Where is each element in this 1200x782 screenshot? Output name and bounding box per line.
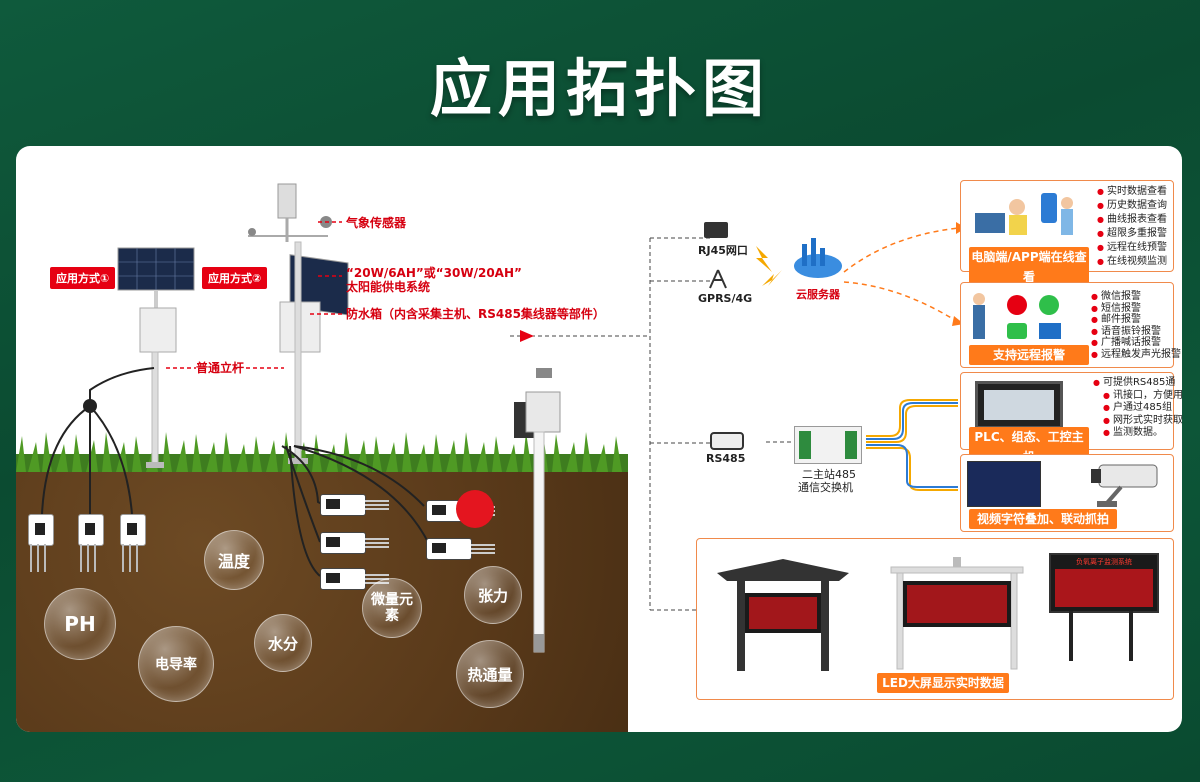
list-item: 远程触发声光报警 xyxy=(1091,349,1181,361)
power-line2: 太阳能供电系统 xyxy=(346,280,431,294)
alarm-icons xyxy=(973,293,1061,339)
card-plc-desc: 可提供RS485通 讯接口，方便用 户通过485组 网形式实时获取 监测数据。 xyxy=(1093,377,1182,440)
led-board-title: 负氧离子监测系统 xyxy=(1076,558,1132,566)
card-video-banner: 视频字符叠加、联动抓拍 xyxy=(969,509,1117,529)
bubble-tension: 张力 xyxy=(464,566,522,624)
soil-probe-2 xyxy=(78,514,104,546)
led-board: 负氧离子监测系统 xyxy=(1049,553,1159,613)
probe-pins-2 xyxy=(80,544,101,576)
switch-label-1: 二主站485 xyxy=(802,468,856,481)
list-item: 超限多重报警 xyxy=(1097,227,1167,241)
method-1-label: 应用方式① xyxy=(50,267,116,289)
soil-probe-3 xyxy=(120,514,146,546)
led-board-leg-left xyxy=(1069,611,1073,661)
switch-label-2: 通信交换机 xyxy=(798,481,853,494)
power-line1: “20W/6AH”或“30W/20AH” xyxy=(346,266,522,280)
list-item: 广播喊话报警 xyxy=(1091,337,1181,349)
video-device xyxy=(967,461,1041,507)
bubble-ph: PH xyxy=(44,588,116,660)
network-lines xyxy=(510,222,966,611)
buried-sensor-5 xyxy=(426,538,495,560)
card-pc-app-list: 实时数据查看 历史数据查询 曲线报表查看 超限多重报警 远程在线预警 在线视频监… xyxy=(1097,185,1167,269)
bubble-conductivity: 电导率 xyxy=(138,626,214,702)
bubble-trace-elements: 微量元素 xyxy=(362,578,422,638)
desc-line: 可提供RS485通 xyxy=(1093,377,1182,390)
led-pavilion xyxy=(717,559,849,671)
list-item: 邮件报警 xyxy=(1091,314,1181,326)
bubble-temperature: 温度 xyxy=(204,530,264,590)
card-alarm-list: 微信报警 短信报警 邮件报警 语音振铃报警 广播喊话报警 远程触发声光报警 xyxy=(1091,291,1181,360)
card-alarm: 支持远程报警 微信报警 短信报警 邮件报警 语音振铃报警 广播喊话报警 远程触发… xyxy=(960,282,1181,368)
list-item: 实时数据查看 xyxy=(1097,185,1167,199)
list-item: 短信报警 xyxy=(1091,303,1181,315)
cloud-label: 云服务器 xyxy=(796,288,840,301)
pole-label: 普通立杆 xyxy=(196,361,245,375)
list-item: 曲线报表查看 xyxy=(1097,213,1167,227)
led-board-leg-right xyxy=(1129,611,1133,661)
card-plc: PLC、组态、工控主机 可提供RS485通 讯接口，方便用 户通过485组 网形… xyxy=(960,372,1182,467)
card-video: 视频字符叠加、联动抓拍 xyxy=(960,454,1174,532)
list-item: 历史数据查询 xyxy=(1097,199,1167,213)
desc-line: 户通过485组 xyxy=(1093,402,1182,415)
antenna-icon xyxy=(709,269,727,289)
card-led-banner: LED大屏显示实时数据 xyxy=(877,673,1009,693)
list-item: 在线视频监测 xyxy=(1097,255,1167,269)
buried-sensor-1 xyxy=(320,494,389,516)
weather-sensor-label: 气象传感器 xyxy=(346,216,407,230)
card-alarm-banner: 支持远程报警 xyxy=(969,345,1089,365)
field-scene: 应用方式① 应用方式② xyxy=(16,146,628,732)
rj45-icon xyxy=(704,222,728,238)
tension-meter xyxy=(514,368,561,653)
buried-sensor-3 xyxy=(320,568,389,590)
rj45-label: RJ45网口 xyxy=(698,244,748,257)
probe-pins-1 xyxy=(30,544,51,576)
soil-probe-1 xyxy=(28,514,54,546)
switch-device xyxy=(794,426,862,464)
station-2 xyxy=(248,183,349,464)
bubble-moisture: 水分 xyxy=(254,614,312,672)
annotation-lines xyxy=(41,221,431,577)
cloud-icon xyxy=(794,238,842,278)
desc-line: 网形式实时获取 xyxy=(1093,415,1182,428)
camera-icon xyxy=(1091,464,1158,507)
list-item: 语音振铃报警 xyxy=(1091,326,1181,338)
topology-panel: 应用方式① 应用方式② xyxy=(16,146,1182,732)
card-led: 负氧离子监测系统 LED大屏显示实时数据 xyxy=(696,538,1174,700)
list-item: 微信报警 xyxy=(1091,291,1181,303)
desc-line: 监测数据。 xyxy=(1093,427,1182,440)
list-item: 远程在线预警 xyxy=(1097,241,1167,255)
pc-app-illustration xyxy=(975,193,1073,235)
station-1 xyxy=(117,247,195,468)
bubble-heat-flux: 热通量 xyxy=(456,640,524,708)
plc-monitor xyxy=(975,381,1063,429)
card-pc-app: 电脑端/APP端在线查看 实时数据查看 历史数据查询 曲线报表查看 超限多重报警… xyxy=(960,180,1174,287)
page-title: 应用拓扑图 xyxy=(429,52,770,125)
card-pc-app-banner: 电脑端/APP端在线查看 xyxy=(969,247,1089,287)
grass-strip xyxy=(16,432,628,472)
rs485-label: RS485 xyxy=(706,452,746,465)
buried-sensor-2 xyxy=(320,532,389,554)
box-label: 防水箱（内含采集主机、RS485集线器等部件） xyxy=(346,307,605,321)
method-2-label: 应用方式② xyxy=(202,267,268,289)
led-gantry xyxy=(890,557,1024,670)
probe-pins-3 xyxy=(122,544,143,576)
desc-line: 讯接口，方便用 xyxy=(1093,390,1182,403)
heat-flux-plate xyxy=(456,490,494,528)
gprs-label: GPRS/4G xyxy=(698,292,753,305)
rs485-port-icon xyxy=(710,432,744,450)
